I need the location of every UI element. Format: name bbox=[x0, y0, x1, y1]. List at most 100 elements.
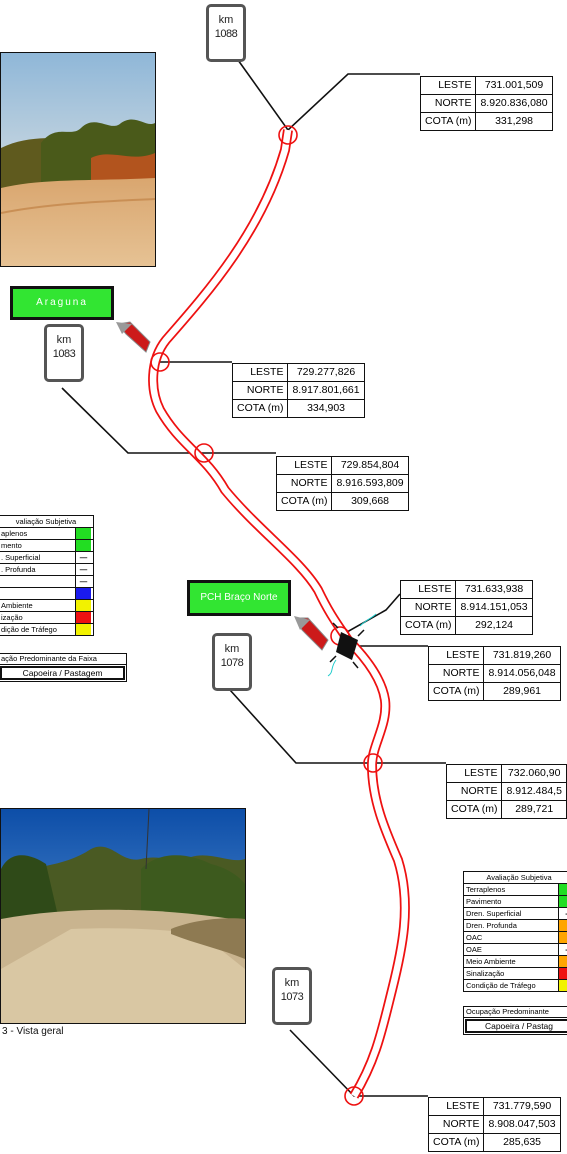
eval-row-label: aplenos bbox=[1, 529, 28, 538]
eval-row-label: . Profunda bbox=[1, 565, 36, 574]
cota-value: 289,721 bbox=[501, 800, 567, 819]
eval-row-swatch bbox=[75, 612, 91, 623]
point-marker bbox=[150, 352, 170, 372]
km-value: 1083 bbox=[52, 348, 76, 360]
cota-value: 292,124 bbox=[455, 616, 533, 635]
km-unit: km bbox=[56, 334, 72, 346]
norte-label: NORTE bbox=[399, 598, 457, 617]
place-name: Araguna bbox=[36, 297, 88, 308]
eval-row-swatch: — bbox=[75, 576, 91, 587]
cota-label: COTA (m) bbox=[445, 800, 503, 819]
eval-row: . Superficial — bbox=[0, 552, 93, 564]
eval-row: mento bbox=[0, 540, 93, 552]
eval-row: . Profunda— bbox=[0, 564, 93, 576]
eval-row-label: Sinalização bbox=[466, 969, 505, 978]
occupation-box-left: ação Predominante da Faixa Capoeira / Pa… bbox=[0, 653, 127, 682]
point-marker bbox=[278, 125, 298, 145]
km-unit: km bbox=[218, 14, 234, 26]
cota-value: 285,635 bbox=[483, 1133, 561, 1152]
km-marker-1078: km 1078 bbox=[212, 633, 252, 691]
occupation-box-right: Ocupação Predominante Capoeira / Pastag bbox=[463, 1006, 567, 1035]
norte-value: 8.908.047,503 bbox=[483, 1115, 561, 1134]
eval-row-label: . Superficial bbox=[1, 553, 41, 562]
road-photo-bottom bbox=[0, 808, 246, 1024]
point-marker bbox=[344, 1086, 364, 1106]
eval-row-swatch bbox=[75, 624, 91, 635]
eval-row: Terraplenos bbox=[464, 884, 567, 896]
eval-row-label: dição de Tráfego bbox=[1, 625, 57, 634]
eval-row-swatch bbox=[558, 968, 567, 979]
eval-row-swatch bbox=[75, 528, 91, 539]
leste-value: 731.633,938 bbox=[455, 580, 533, 599]
eval-row-label: Pavimento bbox=[466, 897, 502, 906]
norte-value: 8.914.151,053 bbox=[455, 598, 533, 617]
norte-value: 8.916.593,809 bbox=[331, 474, 409, 493]
eval-row: OAE - bbox=[464, 944, 567, 956]
km-value: 1073 bbox=[280, 991, 304, 1003]
eval-row-label: Condição de Tráfego bbox=[466, 981, 536, 990]
cota-label: COTA (m) bbox=[275, 492, 333, 511]
km-marker-1083: km 1083 bbox=[44, 324, 84, 382]
eval-row: Pavimento bbox=[464, 896, 567, 908]
eval-row: Dren. Profunda bbox=[464, 920, 567, 932]
direction-arrow-pch bbox=[294, 616, 329, 651]
leste-label: LESTE bbox=[427, 646, 485, 665]
eval-row: aplenos bbox=[0, 528, 93, 540]
place-label-arauna: Araguna bbox=[10, 286, 114, 320]
leste-value: 732.060,90 bbox=[501, 764, 567, 783]
eval-row-label: Terraplenos bbox=[466, 885, 506, 894]
leste-label: LESTE bbox=[445, 764, 503, 783]
eval-row-label: mento bbox=[1, 541, 22, 550]
eval-row-swatch bbox=[558, 920, 567, 931]
eval-row: Dren. Superficial - bbox=[464, 908, 567, 920]
eval-row: Sinalização bbox=[464, 968, 567, 980]
km-value: 1088 bbox=[214, 28, 238, 40]
point-marker bbox=[194, 443, 214, 463]
km-marker-1088: km 1088 bbox=[206, 4, 246, 62]
norte-value: 8.912.484,5 bbox=[501, 782, 567, 801]
cota-label: COTA (m) bbox=[399, 616, 457, 635]
eval-row-swatch: - bbox=[558, 908, 567, 919]
eval-row: OAC bbox=[464, 932, 567, 944]
place-label-pch: PCH Braço Norte bbox=[187, 580, 291, 616]
cota-label: COTA (m) bbox=[427, 682, 485, 701]
place-name: PCH Braço Norte bbox=[200, 592, 278, 603]
road-photo-top bbox=[0, 52, 156, 267]
eval-row: Meio Ambiente bbox=[464, 956, 567, 968]
occupation-value: Capoeira / Pastag bbox=[465, 1019, 567, 1033]
km-marker-1073: km 1073 bbox=[272, 967, 312, 1025]
norte-value: 8.914.056,048 bbox=[483, 664, 561, 683]
eval-row-label: OAE bbox=[466, 945, 482, 954]
eval-row-label: Meio Ambiente bbox=[466, 957, 516, 966]
eval-row-swatch: — bbox=[75, 552, 91, 563]
eval-row-swatch: - bbox=[558, 944, 567, 955]
leste-value: 729.854,804 bbox=[331, 456, 409, 475]
direction-arrow-arauna bbox=[116, 321, 151, 353]
leste-label: LESTE bbox=[427, 1097, 485, 1116]
eval-row-label: OAC bbox=[466, 933, 483, 942]
eval-row-label: Dren. Profunda bbox=[466, 921, 517, 930]
eval-row-label: Ambiente bbox=[1, 601, 33, 610]
eval-row-swatch bbox=[558, 956, 567, 967]
eval-row-swatch bbox=[558, 932, 567, 943]
norte-value: 8.917.801,661 bbox=[287, 381, 365, 400]
eval-row-swatch bbox=[75, 588, 91, 599]
leste-value: 731.001,509 bbox=[475, 76, 553, 95]
norte-label: NORTE bbox=[445, 782, 503, 801]
norte-label: NORTE bbox=[231, 381, 289, 400]
leste-label: LESTE bbox=[231, 363, 289, 382]
eval-row: — bbox=[0, 576, 93, 588]
cota-value: 309,668 bbox=[331, 492, 409, 511]
km-value: 1078 bbox=[220, 657, 244, 669]
eval-row-label: Dren. Superficial bbox=[466, 909, 522, 918]
photo-caption: 3 - Vista geral bbox=[2, 1026, 64, 1037]
norte-label: NORTE bbox=[275, 474, 333, 493]
